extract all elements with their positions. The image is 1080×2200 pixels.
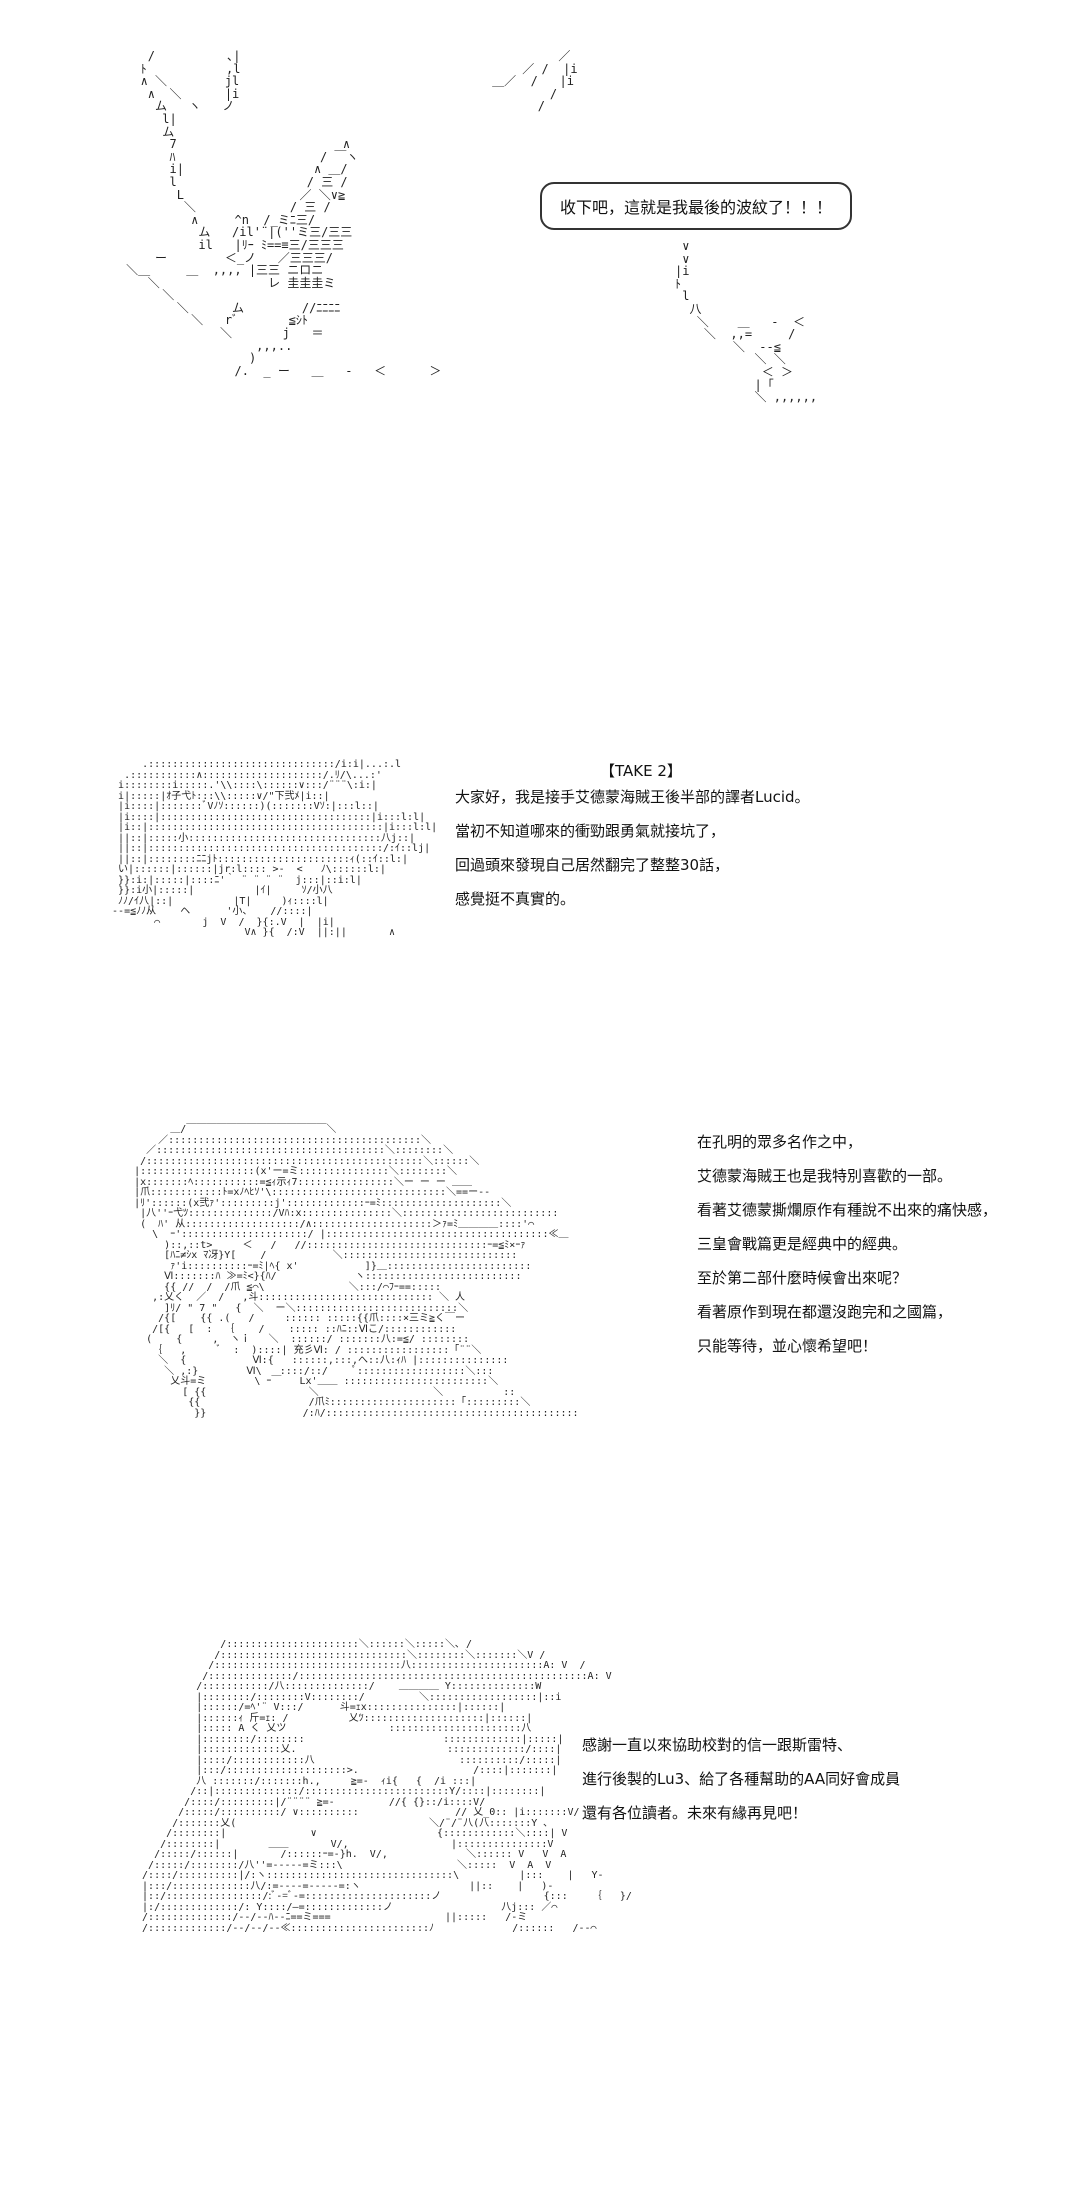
panel-thanks: /::::::::::::::::::::::＼::::::＼:::::＼､ /… <box>0 1639 1080 2200</box>
panel-favorite-work: ＿/￣￣￣￣￣￣￣￣￣￣￣￣￣￣＼ ／:::::::::::::::::::::… <box>0 1124 1080 1625</box>
text-line: 艾德蒙海賊王也是我特別喜歡的一部。 <box>697 1167 953 1185</box>
take-label: 【TAKE 2】 <box>600 762 682 780</box>
text-line: 感謝一直以來協助校對的信一跟斯雷特、 <box>582 1736 853 1754</box>
ascii-art-character-standing: .:::::::::::::::::::::::::::::::/i:i|...… <box>112 759 438 938</box>
speech-bubble: 收下吧，這就是我最後的波紋了！！！ <box>540 182 853 230</box>
thanks-text: 感謝一直以來協助校對的信一跟斯雷特、 進行後製的Lu3、給了各種幫助的AA同好會… <box>582 1728 900 1830</box>
ascii-art-hat-character: ＿/￣￣￣￣￣￣￣￣￣￣￣￣￣￣＼ ／:::::::::::::::::::::… <box>134 1124 579 1419</box>
text-line: 至於第二部什麼時候會出來呢？ <box>697 1269 908 1287</box>
text-line: 進行後製的Lu3、給了各種幫助的AA同好會成員 <box>582 1770 901 1788</box>
text-line: 當初不知道哪來的衝勁跟勇氣就接坑了， <box>455 822 726 840</box>
translator-intro-text: 大家好，我是接手艾德蒙海賊王後半部的譯者Lucid。 當初不知道哪來的衝勁跟勇氣… <box>455 780 810 916</box>
panel-translator-intro: .:::::::::::::::::::::::::::::::/i:i|...… <box>0 740 1080 1100</box>
ascii-art-fighter: / ､| ／ ﾄ ,l ／ / |i ∧ ＼ jl ＿／ / |i <box>126 49 578 378</box>
text-line: 只能等待，並心懷希望吧！ <box>697 1337 878 1355</box>
favorite-work-text: 在孔明的眾多名作之中， 艾德蒙海賊王也是我特別喜歡的一部。 看著艾德蒙撕爛原作有… <box>697 1125 997 1363</box>
text-line: 感覺挺不真實的。 <box>455 890 576 908</box>
text-line: 三皇會戰篇更是經典中的經典。 <box>697 1235 908 1253</box>
text-line: 大家好，我是接手艾德蒙海賊王後半部的譯者Lucid。 <box>455 788 810 806</box>
speech-text: 收下吧，這就是我最後的波紋了！！！ <box>560 198 833 217</box>
text-line: 看著原作到現在都還沒跑完和之國篇， <box>697 1303 953 1321</box>
panel-action-scene: / ､| ／ ﾄ ,l ／ / |i ∧ ＼ jl ＿／ / |i <box>0 0 1080 700</box>
text-line: 在孔明的眾多名作之中， <box>697 1133 863 1151</box>
text-line: 回過頭來發現自己居然翻完了整整30話， <box>455 856 730 874</box>
text-line: 看著艾德蒙撕爛原作有種說不出來的痛快感， <box>697 1201 998 1219</box>
text-line: 還有各位讀者。未來有緣再見吧！ <box>582 1804 808 1822</box>
ascii-art-waving-character: /::::::::::::::::::::::＼::::::＼:::::＼､ /… <box>142 1639 632 1934</box>
ascii-art-right-effect: ∨ ∨ |i ﾄ l 八 ＼ ＿ ‐ ＜ ＼ ,,= / ＼ ‐‐≦ ＼ ＼ ＜… <box>675 239 818 405</box>
